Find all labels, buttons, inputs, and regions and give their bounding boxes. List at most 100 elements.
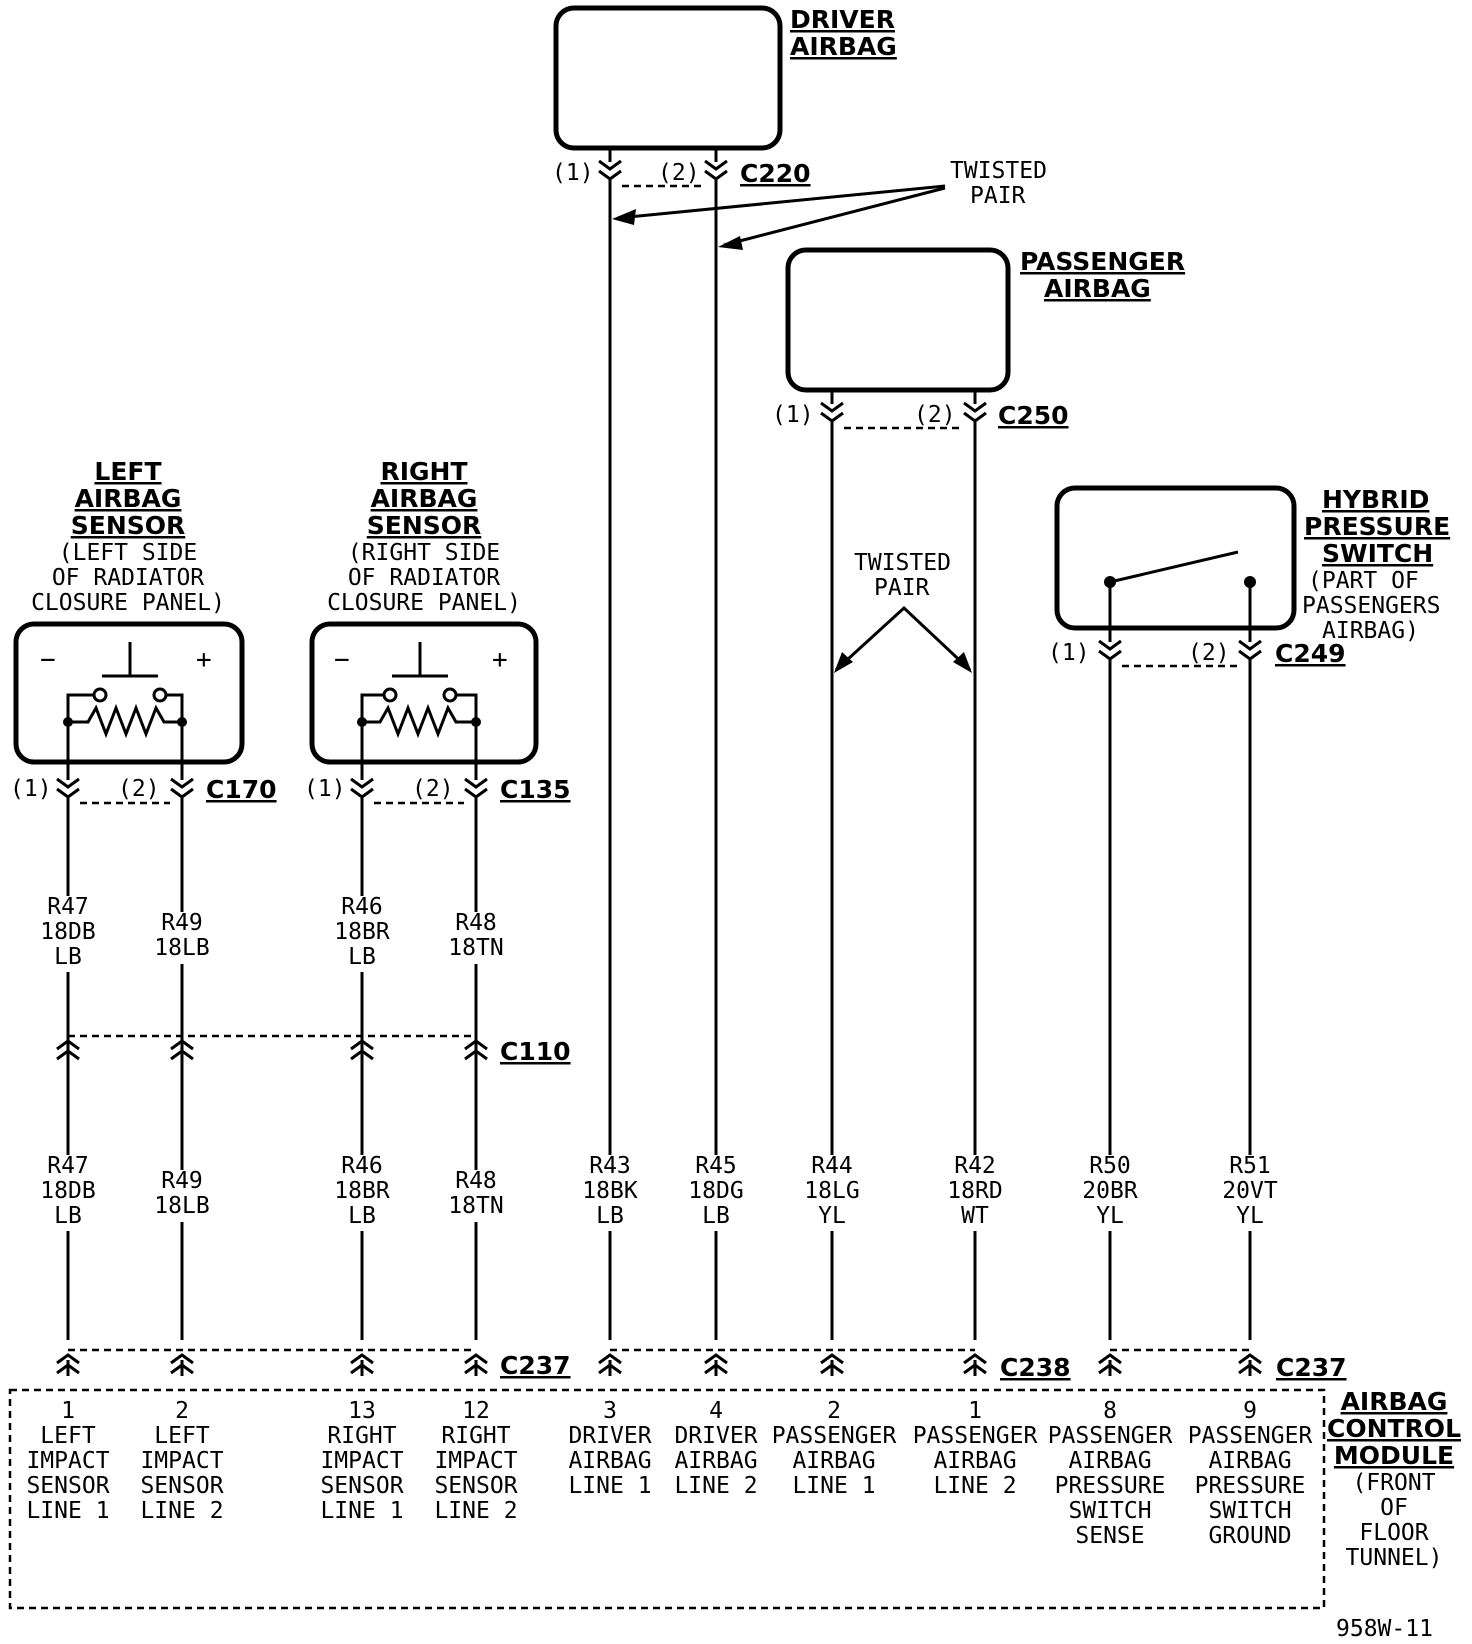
c135-label: C135: [500, 775, 571, 804]
svg-text:4: 4: [709, 1398, 723, 1424]
svg-text:LB: LB: [348, 944, 376, 970]
c250-pin1-connector: [819, 401, 845, 423]
module-pin-pas2: 1 PASSENGER AIRBAG LINE 2: [913, 1398, 1038, 1499]
svg-text:LINE 2: LINE 2: [434, 1498, 517, 1524]
wire-label-lower-pas1: R44 18LG YL: [800, 1153, 864, 1231]
svg-text:1: 1: [61, 1398, 75, 1424]
acm-label-2: CONTROL: [1327, 1414, 1461, 1443]
c220-pin1-label: (1): [552, 160, 594, 186]
svg-text:SENSOR: SENSOR: [434, 1473, 517, 1499]
svg-text:20BR: 20BR: [1082, 1178, 1138, 1204]
c249-pin1-label: (1): [1048, 640, 1090, 666]
svg-text:R48: R48: [455, 910, 497, 936]
svg-text:RIGHT: RIGHT: [327, 1423, 396, 1449]
wire-label-lower-left1: R47 18DB LB: [36, 1153, 100, 1231]
module-pin-left2: 2 LEFT IMPACT SENSOR LINE 2: [140, 1398, 223, 1524]
svg-text:R47: R47: [47, 1153, 89, 1179]
svg-text:SWITCH: SWITCH: [1068, 1498, 1151, 1524]
svg-text:LINE 2: LINE 2: [674, 1473, 757, 1499]
svg-text:18BK: 18BK: [582, 1178, 638, 1204]
c170-pin2-label: (2): [118, 776, 160, 802]
svg-text:LEFT: LEFT: [40, 1423, 96, 1449]
module-pin-drv1: 3 DRIVER AIRBAG LINE 1: [568, 1398, 651, 1499]
twisted-pair-top-label-1: TWISTED: [950, 158, 1047, 184]
svg-text:RIGHT: RIGHT: [441, 1423, 510, 1449]
svg-text:LB: LB: [348, 1203, 376, 1229]
right-sensor-label-3: SENSOR: [367, 511, 482, 540]
svg-text:18DB: 18DB: [40, 919, 95, 945]
driver-airbag-box: [553, 5, 783, 151]
svg-text:LB: LB: [54, 1203, 82, 1229]
svg-text:DRIVER: DRIVER: [674, 1423, 757, 1449]
svg-text:SENSOR: SENSOR: [26, 1473, 109, 1499]
c220-pin2-label: (2): [658, 160, 700, 186]
svg-text:IMPACT: IMPACT: [140, 1448, 223, 1474]
svg-text:8: 8: [1103, 1398, 1117, 1424]
svg-text:LINE 2: LINE 2: [140, 1498, 223, 1524]
svg-text:SENSE: SENSE: [1075, 1523, 1144, 1549]
svg-text:LINE 1: LINE 1: [26, 1498, 109, 1524]
svg-text:20VT: 20VT: [1222, 1178, 1278, 1204]
svg-text:YL: YL: [818, 1203, 846, 1229]
driver-airbag-label-2: AIRBAG: [790, 32, 897, 61]
acm-note-3: FLOOR: [1359, 1520, 1428, 1546]
c135-pin2-connector: [463, 777, 489, 799]
svg-text:AIRBAG: AIRBAG: [933, 1448, 1016, 1474]
right-sensor-note-3: CLOSURE PANEL): [327, 590, 521, 616]
c249-pin2-label: (2): [1188, 640, 1230, 666]
svg-text:SENSOR: SENSOR: [140, 1473, 223, 1499]
hybrid-switch-label-1: HYBRID: [1322, 485, 1429, 514]
c170-pin1-label: (1): [10, 776, 52, 802]
left-sensor-note-3: CLOSURE PANEL): [31, 590, 225, 616]
svg-text:R47: R47: [47, 894, 89, 920]
svg-text:R46: R46: [341, 894, 383, 920]
left-sensor-minus: −: [40, 645, 56, 675]
svg-text:PASSENGER: PASSENGER: [913, 1423, 1038, 1449]
svg-text:R46: R46: [341, 1153, 383, 1179]
svg-text:R42: R42: [954, 1153, 996, 1179]
wire-label-upper-right1: R46 18BR LB: [330, 894, 394, 972]
svg-text:18LB: 18LB: [154, 935, 209, 961]
passenger-airbag-box: [785, 247, 1011, 393]
left-sensor-label-2: AIRBAG: [75, 484, 182, 513]
svg-text:LB: LB: [702, 1203, 730, 1229]
svg-text:9: 9: [1243, 1398, 1257, 1424]
svg-text:PASSENGER: PASSENGER: [1048, 1423, 1173, 1449]
svg-text:1: 1: [968, 1398, 982, 1424]
svg-text:AIRBAG: AIRBAG: [674, 1448, 757, 1474]
svg-text:18RD: 18RD: [947, 1178, 1002, 1204]
svg-text:WT: WT: [961, 1203, 989, 1229]
right-sensor-note-2: OF RADIATOR: [348, 565, 500, 591]
module-pin-sw2: 9 PASSENGER AIRBAG PRESSURE SWITCH GROUN…: [1188, 1398, 1313, 1549]
svg-text:18LG: 18LG: [804, 1178, 859, 1204]
wire-label-lower-drv1: R43 18BK LB: [578, 1153, 642, 1231]
svg-text:18DG: 18DG: [688, 1178, 743, 1204]
svg-text:DRIVER: DRIVER: [568, 1423, 651, 1449]
svg-text:LB: LB: [54, 944, 82, 970]
hybrid-note-2: PASSENGERS: [1302, 593, 1440, 619]
wire-label-lower-sw1: R50 20BR YL: [1078, 1153, 1142, 1231]
svg-text:AIRBAG: AIRBAG: [1068, 1448, 1151, 1474]
wire-label-upper-left1: R47 18DB LB: [36, 894, 100, 972]
svg-text:LB: LB: [596, 1203, 624, 1229]
svg-text:R43: R43: [589, 1153, 631, 1179]
svg-text:R49: R49: [161, 910, 203, 936]
svg-text:IMPACT: IMPACT: [434, 1448, 517, 1474]
c135-pin2-label: (2): [412, 776, 454, 802]
svg-text:AIRBAG: AIRBAG: [1208, 1448, 1291, 1474]
svg-text:12: 12: [462, 1398, 490, 1424]
hybrid-pressure-switch-box: [1054, 485, 1297, 631]
passenger-airbag-label-2: AIRBAG: [1044, 274, 1151, 303]
svg-text:YL: YL: [1096, 1203, 1124, 1229]
svg-text:LINE 1: LINE 1: [792, 1473, 875, 1499]
c170-label: C170: [206, 775, 277, 804]
c238-label: C238: [1000, 1353, 1071, 1382]
wire-label-upper-left2: R49 18LB: [150, 910, 214, 964]
svg-text:3: 3: [603, 1398, 617, 1424]
svg-text:PRESSURE: PRESSURE: [1055, 1473, 1166, 1499]
left-sensor-label-1: LEFT: [94, 457, 161, 486]
right-sensor-label-1: RIGHT: [380, 457, 467, 486]
c250-pin2-label: (2): [914, 402, 956, 428]
svg-text:PASSENGER: PASSENGER: [772, 1423, 897, 1449]
